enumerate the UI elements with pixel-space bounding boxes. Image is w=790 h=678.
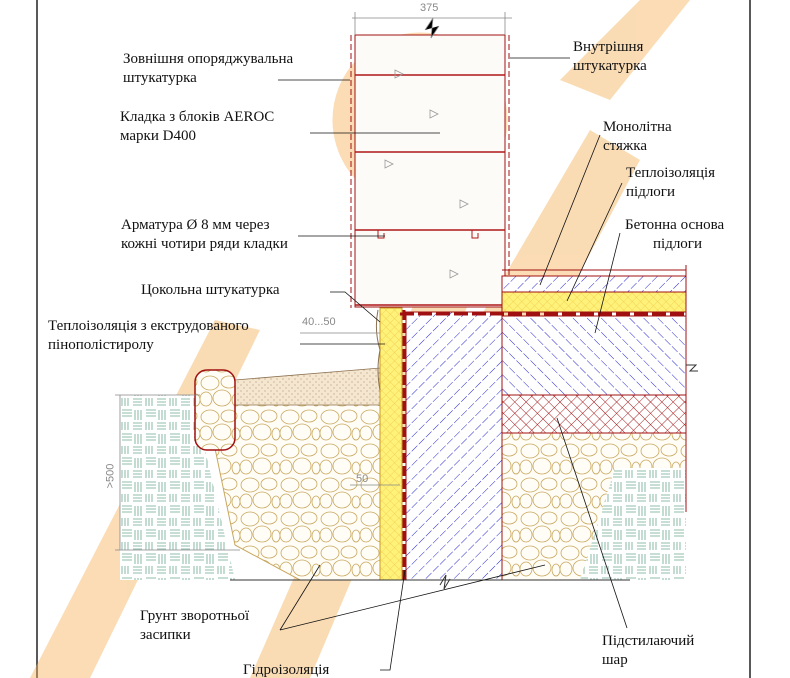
floor-insulation — [501, 291, 687, 313]
dim-gap: 40...50 — [302, 316, 336, 328]
pavement — [234, 367, 381, 406]
foundation — [405, 311, 503, 581]
rebar — [377, 230, 479, 239]
soil-right — [580, 468, 686, 580]
dim-wall-width: 375 — [420, 2, 439, 14]
plinth-plaster — [375, 309, 381, 391]
soil-left — [120, 395, 235, 580]
dim-depth: >500 — [104, 463, 117, 489]
aeroc-wall — [354, 34, 506, 308]
concrete-base — [501, 315, 687, 396]
label-waterproofing: Гідроізоляція — [243, 662, 330, 678]
dim-insulation: 50 — [356, 473, 369, 485]
curb — [194, 369, 236, 451]
screed — [501, 275, 687, 293]
underlay — [501, 394, 687, 434]
label-plinth-plaster: Цокольна штукатурка — [141, 282, 280, 298]
xps-insulation — [379, 307, 403, 581]
gravel-under-floor — [502, 433, 686, 580]
